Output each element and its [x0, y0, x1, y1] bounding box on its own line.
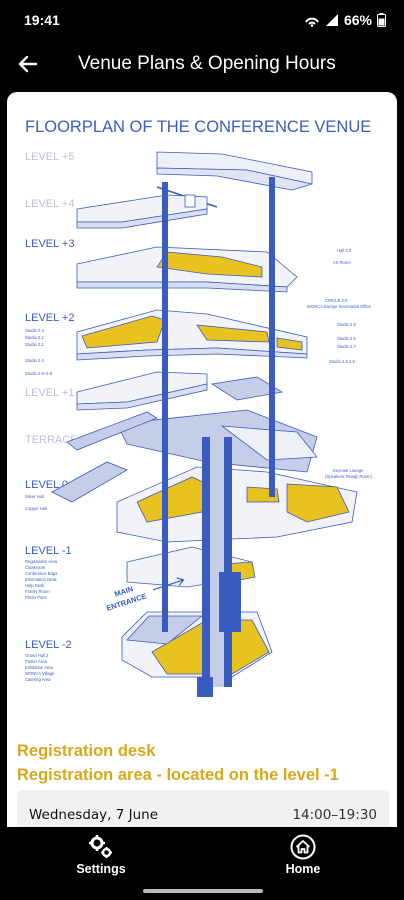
home-icon: [290, 834, 316, 860]
level-label: TERRACE: [25, 434, 78, 446]
level-label: LEVEL +2: [25, 312, 74, 324]
hours-day: Wednesday, 7 June: [29, 807, 159, 823]
elevator-cores: [162, 177, 275, 697]
floor-level-minus-2: [121, 611, 273, 678]
room-label: Studio 2.2: [25, 335, 45, 340]
nav-home[interactable]: Home: [202, 828, 404, 900]
floor-level-0: [116, 466, 358, 543]
status-time: 19:41: [24, 12, 60, 28]
level-label: LEVEL +1: [25, 387, 74, 399]
room-label: Studio 2.5: [337, 336, 357, 341]
level-label: LEVEL 0: [25, 479, 68, 491]
gear-icon: [89, 835, 112, 858]
gesture-bar[interactable]: [143, 889, 263, 893]
room-label: Information Desk: [25, 577, 58, 582]
floorplan-image[interactable]: FLOORPLAN OF THE CONFERENCE VENUE LEVEL …: [7, 92, 397, 732]
room-label: Poster Area: [25, 659, 48, 664]
room-label: WONCA Village: [25, 671, 55, 676]
battery-percent: 66%: [343, 12, 372, 28]
room-label: Copper Hall: [25, 506, 47, 511]
back-button[interactable]: [0, 40, 56, 88]
status-bar: 19:41 66%: [0, 0, 404, 40]
room-label: WONCA Europe Secretariat Office: [307, 304, 372, 309]
level-label: LEVEL +5: [25, 151, 74, 163]
signal-icon: [305, 17, 319, 27]
hours-time: 14:00–19:30: [292, 807, 377, 823]
room-label: CIRCLE 2.0: [325, 298, 348, 303]
room-label: Keynote Lounge: [333, 468, 364, 473]
floorplan-title: FLOORPLAN OF THE CONFERENCE VENUE: [25, 118, 371, 136]
room-label: Exhibition Area: [25, 665, 54, 670]
room-label: Studio 2.6: [337, 322, 357, 327]
nav-settings-label: Settings: [76, 862, 126, 876]
room-label: Hall 3.0: [337, 248, 352, 253]
app-bar: Venue Plans & Opening Hours: [0, 40, 404, 88]
room-label: Art Room: [333, 260, 351, 265]
room-label: Silver Hall: [25, 494, 44, 499]
room-label: Help Desk: [25, 583, 45, 588]
bottom-nav: Settings Home: [0, 828, 404, 900]
room-label: Photo Point: [25, 595, 47, 600]
room-label: Studio 2.5+2.6: [25, 371, 53, 376]
room-label: Registration Area: [25, 559, 58, 564]
floor-level-4: [76, 194, 208, 229]
page-title: Venue Plans & Opening Hours: [78, 53, 336, 74]
floor-level-2: [76, 309, 308, 361]
floor-level-1: [76, 371, 284, 411]
room-label: Studio 2.3: [25, 328, 45, 333]
room-label: Studio 2.8 2.9: [329, 359, 356, 364]
nav-home-label: Home: [285, 862, 321, 876]
room-label: Studio 2.7: [337, 344, 357, 349]
registration-subtitle: Registration area - located on the level…: [17, 766, 339, 784]
level-label: LEVEL -1: [25, 545, 72, 557]
wifi-icon: [325, 14, 338, 26]
room-label: (Speakers' Ready Room): [325, 474, 372, 479]
room-label: Studio 2.1: [25, 342, 45, 347]
arrow-left-icon: [18, 55, 38, 73]
level-label: LEVEL +3: [25, 238, 74, 250]
opening-hours-row: Wednesday, 7 June 14:00–19:30: [17, 790, 389, 827]
content-card: FLOORPLAN OF THE CONFERENCE VENUE LEVEL …: [7, 92, 397, 827]
room-label: Grand Hall 2: [25, 653, 49, 658]
level-label: LEVEL -2: [25, 639, 72, 651]
registration-title: Registration desk: [17, 742, 156, 760]
status-icons: 66%: [304, 12, 386, 28]
room-label: Family Room: [25, 589, 50, 594]
level-label: LEVEL +4: [25, 198, 74, 210]
room-label: Catering Area: [25, 677, 51, 682]
nav-settings[interactable]: Settings: [0, 828, 202, 900]
floor-level-3: [76, 246, 298, 293]
battery-icon: [377, 13, 386, 27]
room-label: Studio 2.4: [25, 358, 45, 363]
room-label: Cloakroom: [25, 565, 46, 570]
room-label: Conference Bags: [25, 571, 57, 576]
